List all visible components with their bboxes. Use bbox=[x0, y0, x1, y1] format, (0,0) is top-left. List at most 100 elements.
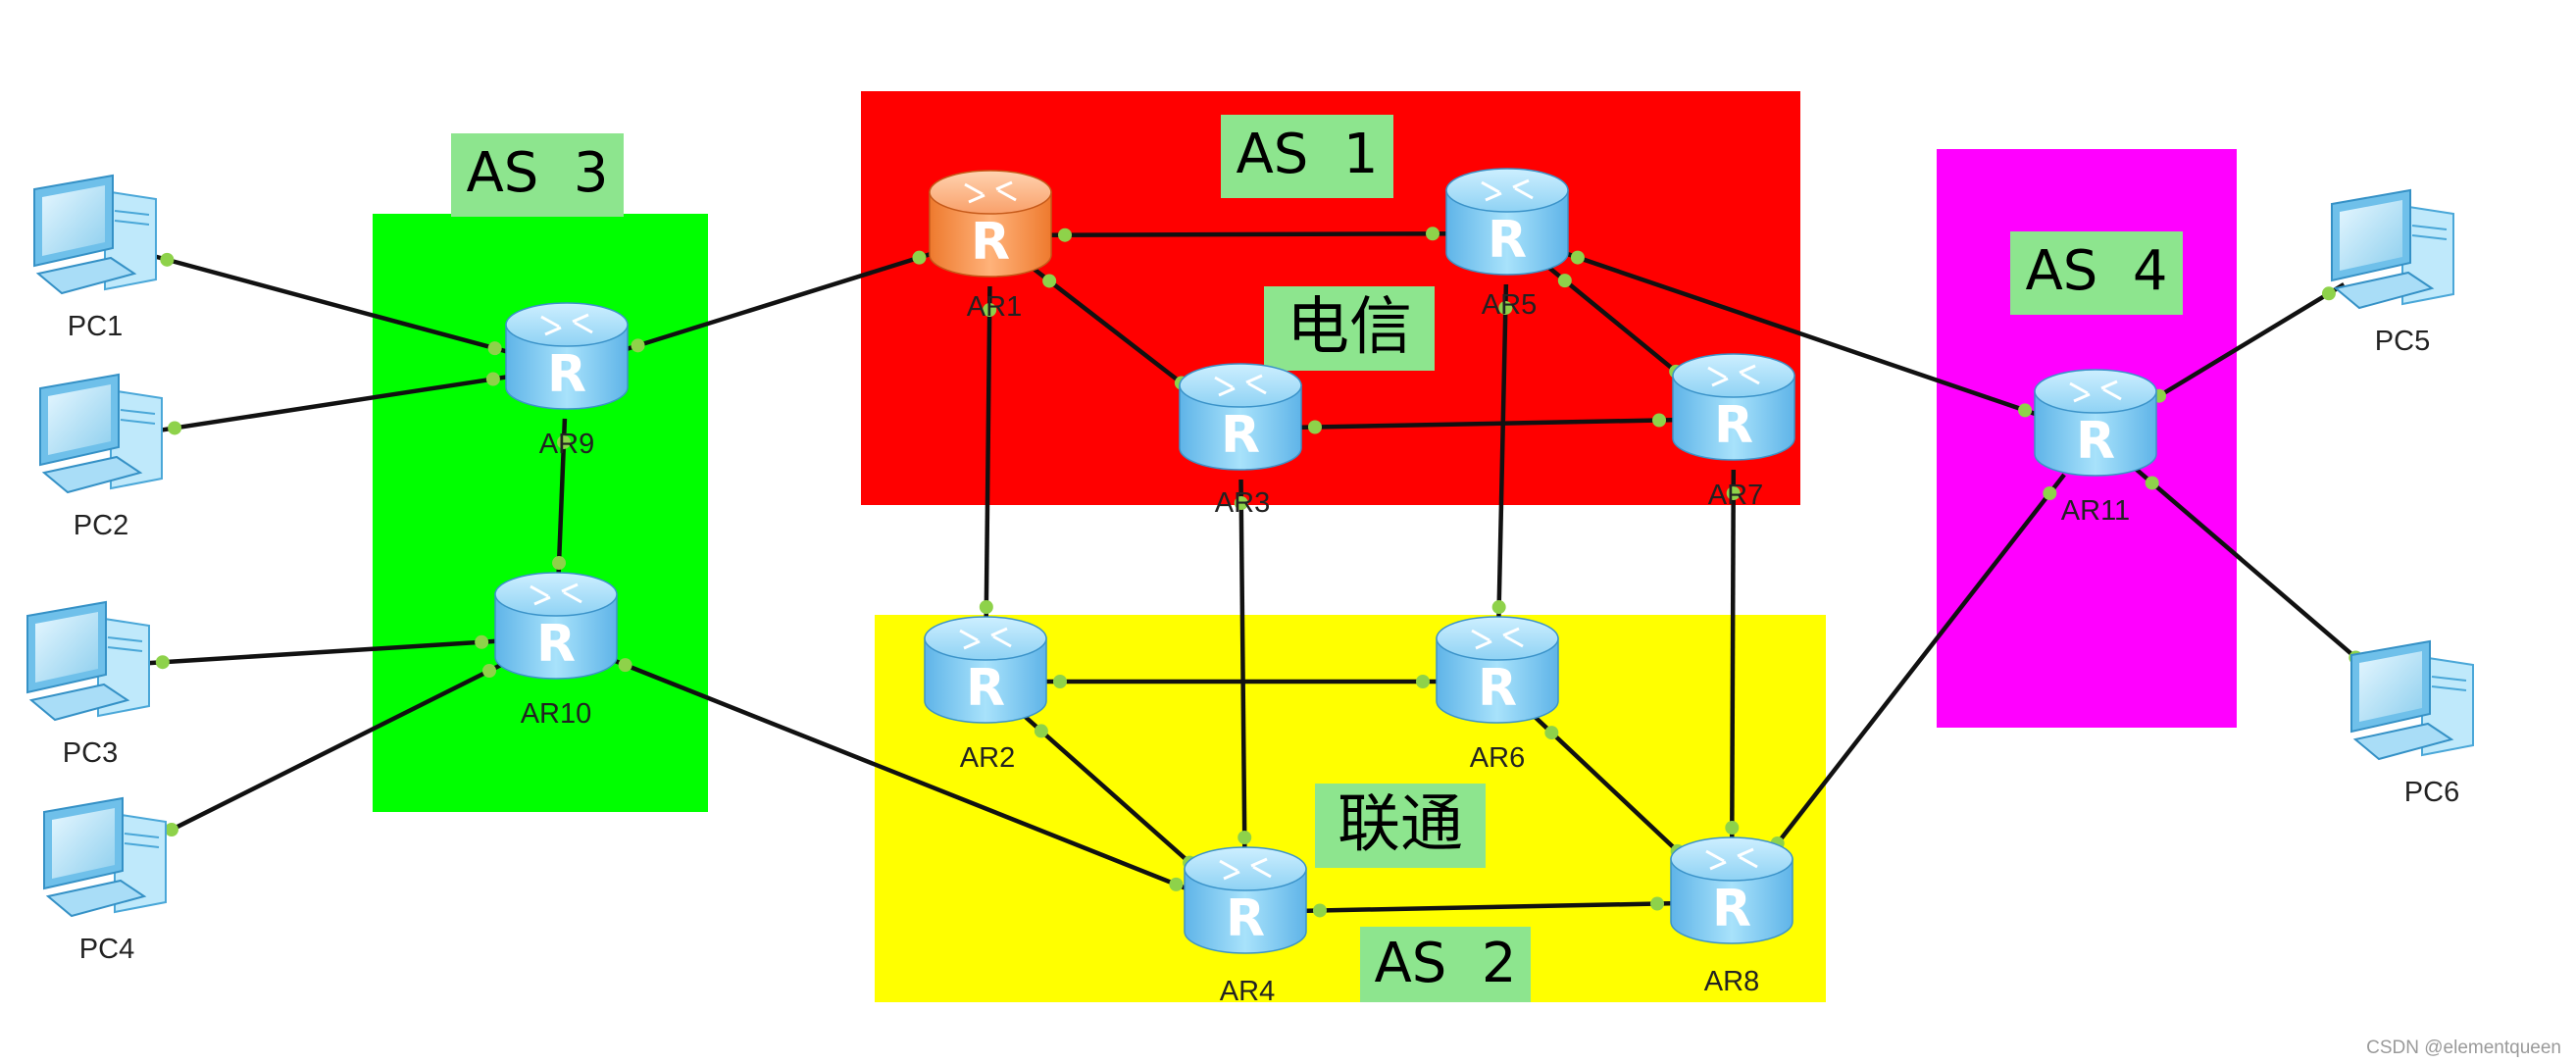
router-r-glyph: R bbox=[966, 659, 1005, 718]
pc-keyboard-icon bbox=[35, 256, 137, 295]
router-label-ar2: AR2 bbox=[960, 742, 1015, 774]
pc-screen bbox=[42, 185, 105, 256]
pc-pc3[interactable]: PC3 bbox=[26, 600, 150, 769]
router-ar1[interactable]: R AR1 bbox=[929, 170, 1052, 323]
router-arrows-icon bbox=[530, 583, 582, 606]
router-label-ar8: AR8 bbox=[1704, 966, 1759, 997]
link-ar6-ar8 bbox=[1533, 715, 1696, 869]
router-ar9[interactable]: R AR9 bbox=[505, 302, 629, 460]
pc-pc1[interactable]: PC1 bbox=[33, 174, 157, 342]
links-layer bbox=[144, 230, 2371, 914]
link-ar7-ar8 bbox=[1729, 469, 1737, 852]
port-ar11-to-ar5 bbox=[2018, 403, 2033, 418]
pc-screen bbox=[2340, 200, 2402, 271]
router-icon-body bbox=[2034, 390, 2157, 477]
port-ar1-to-ar5 bbox=[1057, 228, 1072, 242]
router-arrows-icon bbox=[1481, 178, 1534, 202]
link-ar1-ar3 bbox=[1029, 265, 1202, 399]
link-pc1-ar9 bbox=[149, 252, 519, 357]
router-ar5[interactable]: R AR5 bbox=[1445, 168, 1569, 321]
router-label-ar3: AR3 bbox=[1215, 487, 1270, 519]
link-ar1-ar5 bbox=[1040, 230, 1457, 238]
router-icon-top bbox=[924, 616, 1047, 661]
router-icon-body bbox=[929, 191, 1052, 278]
router-r-glyph: R bbox=[1226, 889, 1265, 948]
link-ar1-ar2 bbox=[984, 285, 992, 632]
router-r-glyph: R bbox=[1488, 211, 1527, 270]
telecom-label: 电信 bbox=[1264, 286, 1435, 371]
port-ar1-to-ar9 bbox=[912, 250, 927, 265]
pc-pc4[interactable]: PC4 bbox=[43, 796, 167, 965]
link-ar3-ar4 bbox=[1238, 479, 1247, 862]
port-ar8-to-ar4 bbox=[1650, 896, 1665, 911]
port-ar11-to-ar8 bbox=[2043, 485, 2057, 500]
router-arrows-icon bbox=[1219, 857, 1272, 881]
svg-text:AS 4: AS 4 bbox=[2025, 239, 2167, 303]
pc-keyboard-icon bbox=[41, 455, 143, 494]
pc-label-pc1: PC1 bbox=[68, 311, 123, 342]
pc-pc5[interactable]: PC5 bbox=[2331, 188, 2454, 357]
svg-text:电信: 电信 bbox=[1287, 291, 1412, 364]
port-ar9-to-pc1 bbox=[487, 341, 502, 356]
router-icon-top bbox=[505, 302, 629, 347]
link-ar10-ar4 bbox=[602, 654, 1199, 895]
link-ar5-ar6 bbox=[1495, 283, 1509, 632]
port-ar3-to-ar7 bbox=[1307, 420, 1322, 434]
link-ar4-ar8 bbox=[1295, 900, 1682, 914]
router-icon-body bbox=[924, 637, 1047, 724]
pc-label-pc2: PC2 bbox=[74, 510, 128, 541]
as4-label: AS 4 bbox=[2010, 231, 2183, 315]
pc-pc2[interactable]: PC2 bbox=[39, 373, 163, 541]
router-arrows-icon bbox=[964, 180, 1017, 204]
as3-label: AS 3 bbox=[451, 133, 624, 217]
link-ar5-ar11 bbox=[1554, 247, 2048, 421]
port-ar9-to-ar1 bbox=[631, 338, 645, 353]
router-arrows-icon bbox=[1707, 364, 1760, 387]
port-ar6-to-ar5 bbox=[1491, 600, 1506, 615]
router-arrows-icon bbox=[1214, 374, 1267, 397]
port-ar4-to-ar10 bbox=[1169, 877, 1184, 891]
router-icon-body bbox=[1672, 375, 1795, 461]
port-ar7-to-ar3 bbox=[1652, 413, 1667, 428]
port-ar1-to-ar2 bbox=[983, 302, 997, 317]
port-ar6-to-ar2 bbox=[1416, 675, 1430, 688]
pc-keyboard-icon bbox=[2352, 722, 2454, 761]
router-r-glyph: R bbox=[1714, 396, 1753, 455]
router-ar2[interactable]: R AR2 bbox=[924, 616, 1047, 774]
router-icon-top bbox=[2034, 369, 2157, 414]
router-icon-body bbox=[1445, 189, 1569, 276]
router-r-glyph: R bbox=[536, 615, 576, 674]
router-r-glyph: R bbox=[547, 345, 586, 404]
link-pc3-ar10 bbox=[144, 638, 506, 666]
router-icon-top bbox=[1184, 846, 1307, 891]
port-pc4-to-ar10 bbox=[164, 823, 178, 837]
pc-screen bbox=[52, 808, 115, 879]
router-label-ar1: AR1 bbox=[967, 291, 1022, 323]
router-label-ar9: AR9 bbox=[539, 429, 594, 460]
port-ar2-to-ar1 bbox=[979, 600, 993, 615]
router-label-ar5: AR5 bbox=[1482, 289, 1537, 321]
port-ar5-to-ar1 bbox=[1426, 227, 1440, 241]
as2-label: AS 2 bbox=[1360, 927, 1531, 1002]
pc-pc6[interactable]: PC6 bbox=[2350, 639, 2474, 808]
router-r-glyph: R bbox=[971, 213, 1010, 272]
port-ar10-to-ar4 bbox=[618, 658, 632, 673]
port-ar2-to-ar4 bbox=[1034, 724, 1048, 738]
pc-label-pc4: PC4 bbox=[79, 934, 134, 965]
router-icon-body bbox=[1670, 858, 1793, 944]
port-ar8-to-ar7 bbox=[1725, 821, 1740, 836]
watermark: CSDN @elementqueen bbox=[2366, 1038, 2561, 1058]
link-ar3-ar7 bbox=[1290, 417, 1684, 431]
router-icon-top bbox=[1179, 363, 1302, 408]
router-arrows-icon bbox=[540, 313, 593, 336]
link-ar11-pc5 bbox=[2138, 282, 2346, 411]
port-ar10-to-pc4 bbox=[482, 663, 497, 678]
